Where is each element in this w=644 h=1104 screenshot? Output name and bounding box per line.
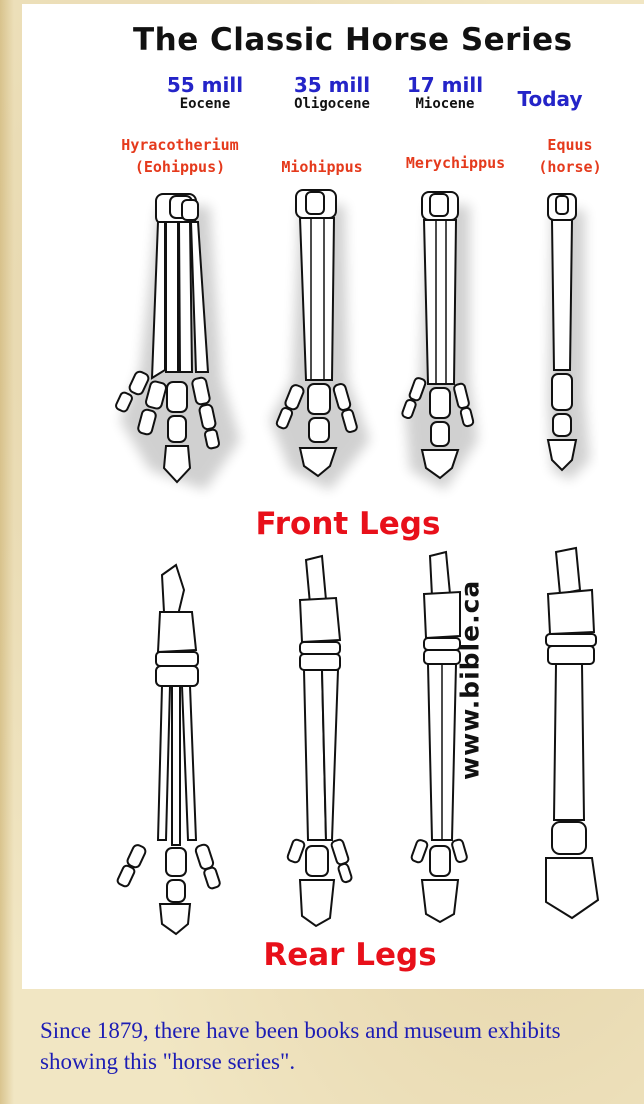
front-legs-label: Front Legs — [238, 506, 458, 542]
front-leg-equus — [548, 194, 590, 480]
front-leg-miohippus — [270, 190, 370, 490]
front-leg-merychippus — [401, 192, 478, 490]
rear-leg-miohippus — [287, 556, 353, 926]
rear-leg-hyracotherium — [116, 565, 220, 934]
watermark: www.bible.ca — [456, 700, 485, 780]
rear-leg-equus — [546, 548, 598, 918]
caption: Since 1879, there have been books and mu… — [40, 1015, 640, 1077]
rear-legs-label: Rear Legs — [240, 937, 460, 973]
front-leg-hyracotherium — [115, 194, 240, 490]
